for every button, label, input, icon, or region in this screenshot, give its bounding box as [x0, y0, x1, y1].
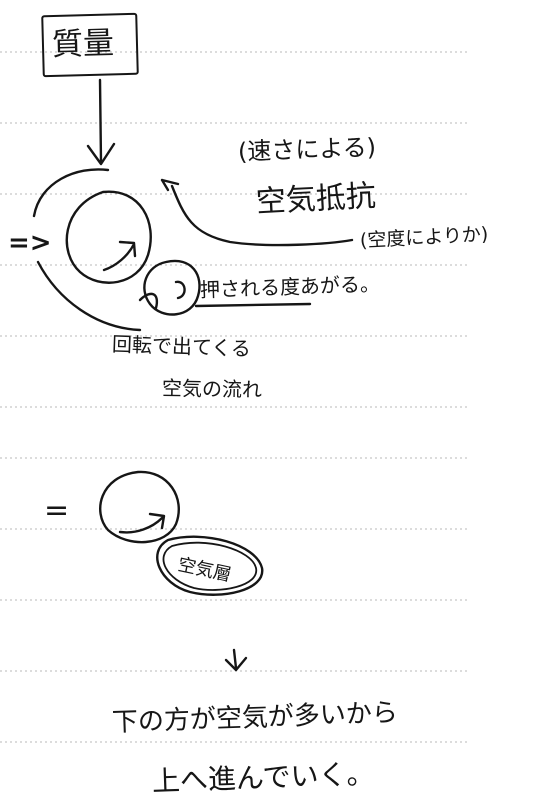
bracket-line	[170, 184, 354, 247]
airflow-note: 空気の流れ	[161, 376, 263, 402]
rotation-note: 回転で出てくる	[111, 332, 252, 361]
pressure-underline	[194, 302, 312, 308]
conclusion-line-2: 上へ進んでいく。	[151, 757, 376, 798]
ball-circle-2	[99, 470, 180, 544]
bracket-hook	[160, 178, 180, 192]
airflow-upper-curve	[32, 168, 110, 218]
rotation-arrow-icon-2	[118, 512, 166, 534]
air-oval-2	[162, 541, 257, 591]
small-circle	[143, 259, 201, 316]
airflow-lower-curve	[36, 260, 142, 332]
air-oval	[156, 535, 264, 596]
ball-circle	[65, 190, 152, 284]
down-arrow-small-icon	[224, 648, 248, 672]
equals-sign-2: =	[44, 493, 70, 528]
air-resistance-label: 空気抵抗	[255, 178, 377, 220]
speed-note: (速さによる)	[237, 133, 377, 166]
boxed-term-label: 質量	[51, 25, 115, 63]
small-circle-scribble	[138, 280, 186, 310]
down-arrow-icon	[86, 78, 116, 166]
pressure-note: 押される度あがる。	[199, 271, 381, 302]
rotation-arrow-icon	[102, 240, 137, 272]
equals-arrow-1: =>	[8, 228, 52, 258]
boxed-term: 質量	[41, 12, 139, 78]
